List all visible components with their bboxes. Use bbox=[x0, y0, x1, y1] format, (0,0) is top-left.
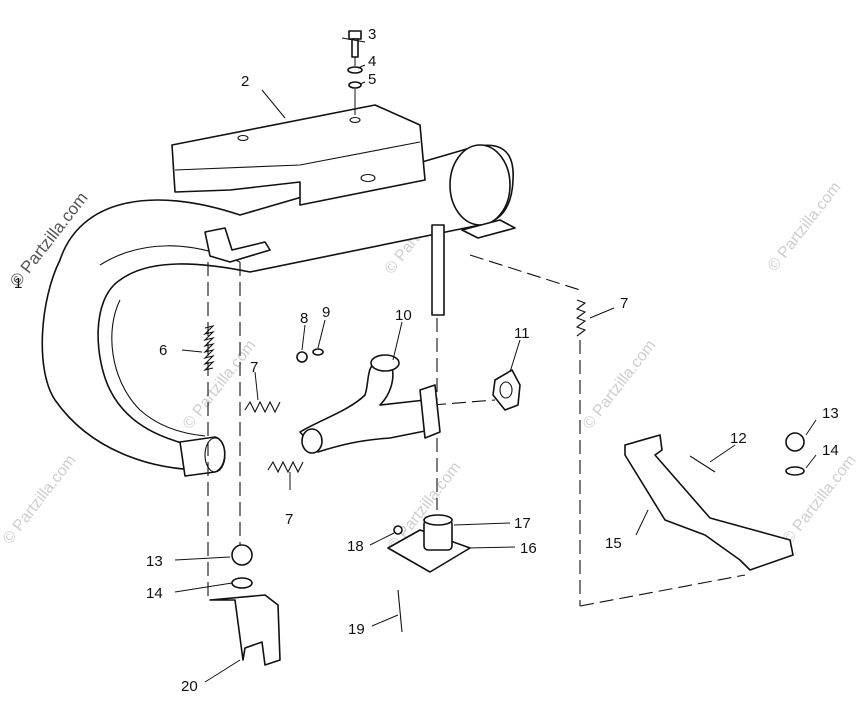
left-bracket bbox=[209, 544, 281, 666]
callout-1: 1 bbox=[14, 275, 22, 292]
callout-4: 4 bbox=[368, 53, 376, 70]
callout-14b: 14 bbox=[822, 442, 839, 459]
callout-15: 15 bbox=[605, 535, 622, 552]
callout-12: 12 bbox=[730, 430, 747, 447]
callout-14a: 14 bbox=[146, 585, 163, 602]
callout-5: 5 bbox=[368, 71, 376, 88]
alignment-lines bbox=[207, 254, 746, 607]
callout-16: 16 bbox=[520, 540, 537, 557]
callout-13b: 13 bbox=[822, 405, 839, 422]
watermark-tile: © Partzilla.com bbox=[0, 452, 80, 547]
callout-labels: 3 4 5 2 1 6 7 7 7 8 9 10 11 12 13 14 13 … bbox=[14, 26, 839, 695]
right-bracket bbox=[624, 432, 805, 571]
leader-lines bbox=[174, 37, 817, 683]
callout-17: 17 bbox=[514, 515, 531, 532]
callout-7b: 7 bbox=[285, 511, 293, 528]
muffler-assembly bbox=[41, 144, 516, 477]
rubber-mount bbox=[387, 514, 471, 633]
callout-7a: 7 bbox=[250, 359, 258, 376]
callout-3: 3 bbox=[368, 26, 376, 43]
watermark-tile: © Partzilla.com bbox=[765, 179, 845, 274]
callout-11: 11 bbox=[514, 325, 530, 342]
callout-2: 2 bbox=[241, 73, 249, 90]
springs bbox=[203, 299, 587, 474]
y-pipe bbox=[299, 354, 441, 454]
callout-9: 9 bbox=[322, 304, 330, 321]
heat-shield bbox=[171, 104, 426, 206]
shield-bolt-stack bbox=[347, 30, 363, 115]
watermark-tile: © Partzilla.com bbox=[780, 452, 860, 547]
callout-19: 19 bbox=[348, 621, 365, 638]
mount-post bbox=[431, 224, 445, 316]
callout-7c: 7 bbox=[620, 295, 628, 312]
callout-8: 8 bbox=[300, 310, 308, 327]
callout-13a: 13 bbox=[146, 553, 163, 570]
callout-18: 18 bbox=[347, 538, 364, 555]
watermark-tile: © Partzilla.com bbox=[580, 337, 660, 432]
callout-6: 6 bbox=[159, 342, 167, 359]
gasket bbox=[492, 369, 521, 411]
callout-20: 20 bbox=[181, 678, 198, 695]
nut-washer bbox=[296, 348, 324, 363]
callout-10: 10 bbox=[395, 307, 412, 324]
